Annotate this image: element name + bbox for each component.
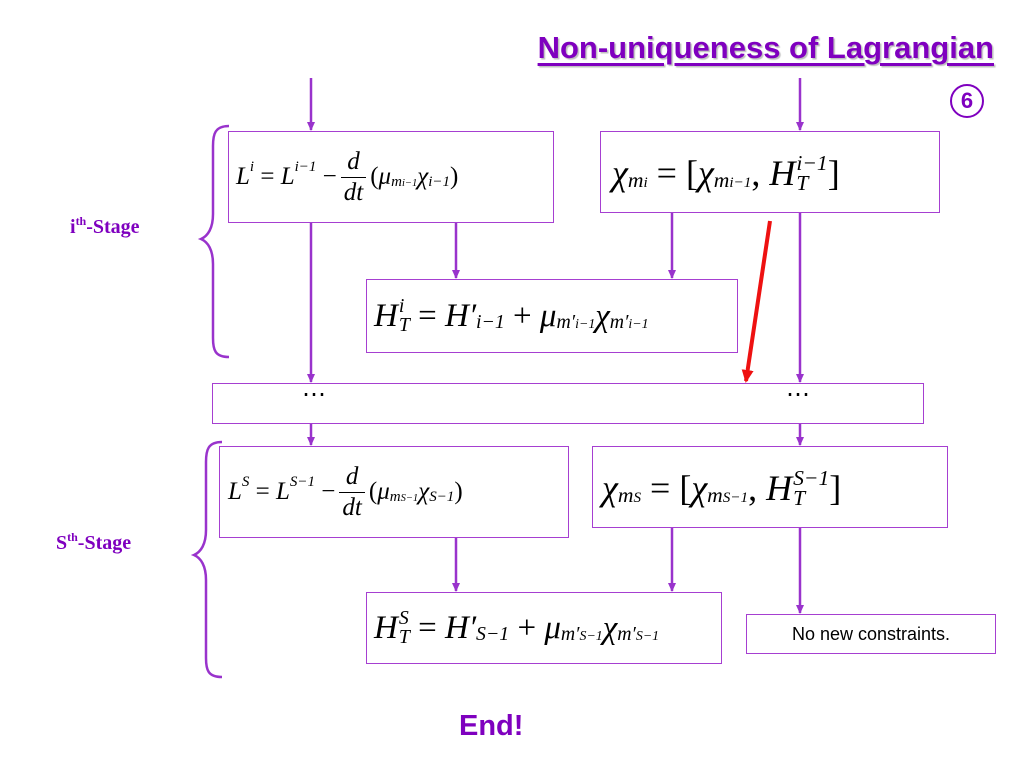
slide-number-badge: 6 (950, 84, 984, 118)
stage-label-s: Sth-Stage (56, 530, 132, 555)
hamiltonian-box-i (366, 279, 738, 353)
no-new-constraints-note: No new constraints. (791, 623, 951, 644)
page-title: Non-uniqueness of Lagrangian (537, 30, 994, 65)
red-highlight-arrow (741, 220, 772, 383)
stage-label-s-letter: S (56, 532, 68, 554)
stage-label-i: ith-Stage (70, 214, 140, 239)
constraint-box-s (592, 446, 948, 528)
stage-label-s-rest: -Stage (77, 532, 132, 554)
constraint-box-i (600, 131, 940, 213)
hamiltonian-box-s (366, 592, 722, 664)
lagrangian-box-i (228, 131, 554, 223)
ellipsis-right: ⋯ (786, 382, 810, 408)
stage-label-i-letter: i (70, 216, 76, 238)
brace-stage-i (197, 124, 230, 359)
lagrangian-box-s (219, 446, 569, 538)
ellipsis-box (212, 383, 924, 424)
end-label: End! (459, 710, 524, 742)
stage-label-i-sup: th (75, 214, 87, 228)
note-box (746, 614, 996, 654)
ellipsis-left: ⋯ (302, 382, 326, 408)
stage-label-s-sup: th (67, 530, 78, 544)
stage-label-i-rest: -Stage (86, 216, 140, 238)
brace-stage-s (190, 440, 223, 679)
